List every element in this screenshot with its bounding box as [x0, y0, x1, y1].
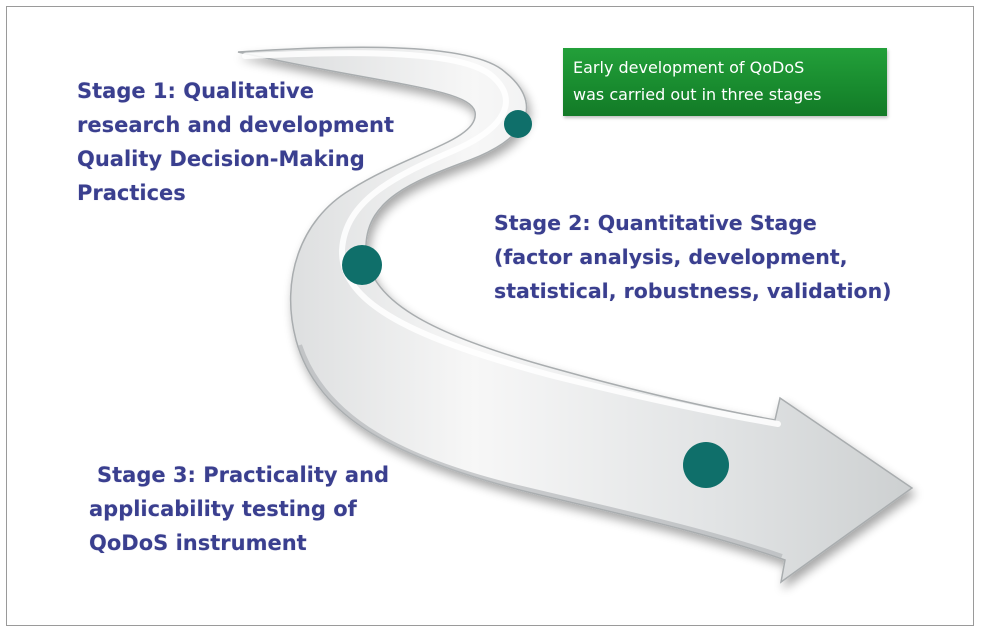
stage-2-line-3: statistical, robustness, validation) [494, 279, 892, 303]
summary-note-box: Early development of QoDoS was carried o… [563, 48, 887, 116]
stage-1-line-3: Quality Decision-Making [77, 147, 365, 171]
stage-1-line-4: Practices [77, 181, 186, 205]
stage-3-line-1: Stage 3: Practicality and [97, 463, 390, 487]
milestone-dot-1 [504, 110, 532, 138]
note-line-1: Early development of QoDoS [573, 58, 805, 77]
stage-3-line-2: applicability testing of [89, 497, 357, 521]
stage-1-line-1: Stage 1: Qualitative [77, 79, 314, 103]
stage-2-label: Stage 2: Quantitative Stage (factor anal… [494, 206, 892, 308]
road-shade [298, 344, 783, 558]
road-highlight [242, 50, 781, 427]
note-line-2: was carried out in three stages [573, 85, 822, 104]
stage-1-label: Stage 1: Qualitative research and develo… [77, 74, 394, 210]
stage-3-line-3: QoDoS instrument [89, 531, 307, 555]
stage-2-line-1: Stage 2: Quantitative Stage [494, 211, 817, 235]
milestone-dot-2 [342, 245, 382, 285]
stage-3-label: Stage 3: Practicality and applicability … [89, 458, 389, 560]
stage-2-line-2: (factor analysis, development, [494, 245, 848, 269]
milestone-dot-3 [683, 442, 729, 488]
stage-1-line-2: research and development [77, 113, 395, 137]
